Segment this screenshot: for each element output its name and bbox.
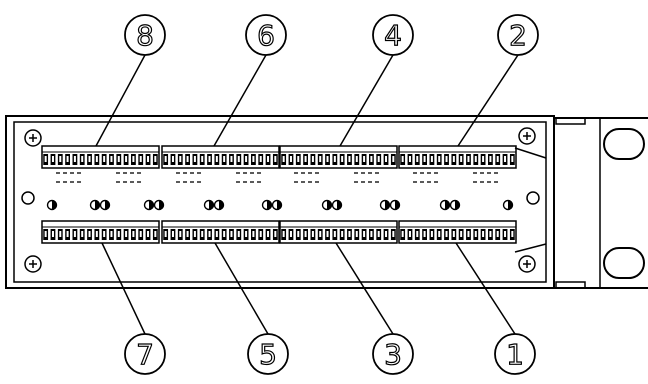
callout-6-label: 6 xyxy=(257,19,275,52)
punchdown-block-bottom-2 xyxy=(161,220,280,244)
panel-body xyxy=(5,115,555,289)
punchdown-block-top-2 xyxy=(161,145,280,169)
screw-top-left xyxy=(24,129,42,147)
indicator-pair xyxy=(261,199,283,211)
leader-line xyxy=(339,54,394,147)
callout-8: 8 xyxy=(124,14,166,56)
punchdown-block-bottom-3 xyxy=(279,220,398,244)
leader-line xyxy=(455,242,516,335)
callout-3: 3 xyxy=(372,333,414,375)
callout-6: 6 xyxy=(245,14,287,56)
punchdown-block-bottom-1 xyxy=(41,220,160,244)
callout-8-label: 8 xyxy=(136,19,154,52)
side-holes xyxy=(21,191,540,205)
indicator-row xyxy=(46,199,514,211)
pair-markings xyxy=(56,172,498,183)
callout-5: 5 xyxy=(247,333,289,375)
callout-4: 4 xyxy=(372,14,414,56)
callout-leaders xyxy=(95,54,547,335)
punchdown-block-top-1 xyxy=(41,145,160,169)
callout-1: 1 xyxy=(494,333,536,375)
indicator-pair xyxy=(321,199,343,211)
indicator-pair xyxy=(203,199,225,211)
rack-ear xyxy=(554,117,648,289)
callouts-bottom: 7 5 3 1 xyxy=(124,333,536,375)
screw-bottom-left xyxy=(24,255,42,273)
leader-line xyxy=(457,54,519,147)
leader-line xyxy=(214,242,269,335)
leader-line xyxy=(213,54,267,147)
callout-2: 2 xyxy=(497,14,539,56)
callout-5-label: 5 xyxy=(259,338,277,371)
indicator-pair xyxy=(143,199,165,211)
leader-line xyxy=(335,242,394,335)
leader-line xyxy=(101,242,146,335)
corner-screws xyxy=(24,127,536,273)
indicator-pair xyxy=(502,199,514,211)
callout-4-label: 4 xyxy=(384,19,402,52)
callout-2-label: 2 xyxy=(509,19,527,52)
mounting-slot-top xyxy=(603,128,645,160)
indicator-pair xyxy=(89,199,111,211)
indicator-pair xyxy=(379,199,401,211)
callout-7-label: 7 xyxy=(136,338,154,371)
punchdown-row-bottom xyxy=(41,220,517,244)
punchdown-block-top-4 xyxy=(398,145,517,169)
screw-top-right xyxy=(518,127,536,145)
callout-3-label: 3 xyxy=(384,338,402,371)
punchdown-block-bottom-4 xyxy=(398,220,517,244)
indicator-pair xyxy=(439,199,461,211)
callout-7: 7 xyxy=(124,333,166,375)
screw-bottom-right xyxy=(518,255,536,273)
punchdown-block-top-3 xyxy=(279,145,398,169)
indicator-pair xyxy=(46,199,58,211)
callout-1-label: 1 xyxy=(506,338,524,371)
punchdown-row-top xyxy=(41,145,517,169)
leader-line xyxy=(95,54,146,147)
mounting-slot-bottom xyxy=(603,247,645,279)
callouts-top: 8 6 4 2 xyxy=(124,14,539,56)
